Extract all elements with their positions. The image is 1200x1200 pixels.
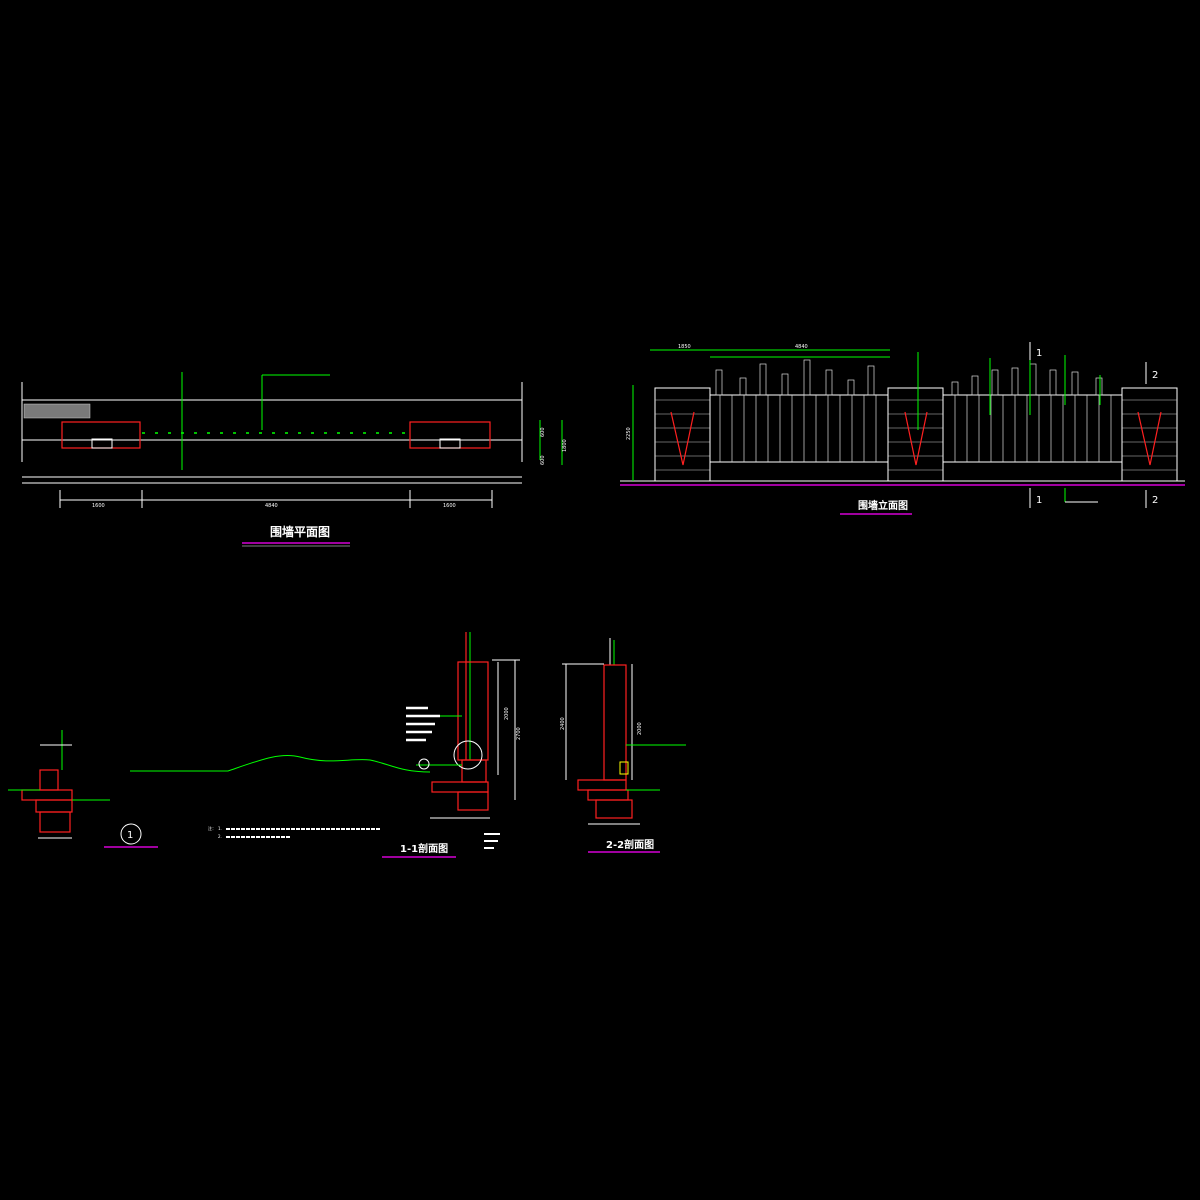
elevation-dim-span: 4840 bbox=[795, 344, 808, 350]
note-1: 1. bbox=[218, 826, 222, 831]
ground-profile bbox=[130, 754, 431, 773]
elevation-dim-pier: 1850 bbox=[678, 344, 691, 350]
plan-dim-right: 1600 bbox=[443, 503, 456, 509]
elevation-title: 围墙立面图 bbox=[858, 499, 908, 512]
plan-side-dim-1: 600 bbox=[540, 427, 546, 437]
plan-dim-left: 1600 bbox=[92, 503, 105, 509]
note-2: 2. bbox=[218, 834, 222, 839]
elevation-dim-height: 2250 bbox=[626, 427, 632, 440]
section-1-dim-a: 2000 bbox=[504, 707, 510, 720]
section-2-title: 2-2剖面图 bbox=[606, 838, 654, 851]
section-1-title: 1-1剖面图 bbox=[400, 842, 448, 855]
section-mark-1-top: 1 bbox=[1036, 348, 1042, 359]
plan-side-dim-2: 600 bbox=[540, 455, 546, 465]
detail-1: 1 bbox=[8, 730, 158, 848]
elevation-view: 1 1 2 2 1850 4840 2250 围墙立面图 bbox=[620, 342, 1185, 515]
section-2-2: 2400 2000 2-2剖面图 bbox=[560, 638, 686, 853]
section-1-dim-b: 2700 bbox=[516, 727, 522, 740]
section-2-dim-b: 2000 bbox=[637, 722, 643, 735]
notes: 注： 1. 2. bbox=[208, 825, 380, 839]
plan-view: 1600 4840 1600 600 600 1800 围墙平面图 bbox=[21, 372, 568, 547]
section-1-1: 2000 2700 1-1剖面图 bbox=[382, 632, 522, 858]
plan-dim-center: 4840 bbox=[265, 503, 278, 509]
section-mark-2-bottom: 2 bbox=[1152, 495, 1158, 506]
notes-prefix: 注： bbox=[208, 825, 216, 831]
section-2-dim-a: 2400 bbox=[560, 717, 566, 730]
plan-title: 围墙平面图 bbox=[270, 524, 330, 539]
plan-side-dim-3: 1800 bbox=[562, 439, 568, 452]
section-mark-1-bottom: 1 bbox=[1036, 495, 1042, 506]
section-mark-2-top: 2 bbox=[1152, 370, 1158, 381]
detail-mark: 1 bbox=[127, 830, 133, 841]
